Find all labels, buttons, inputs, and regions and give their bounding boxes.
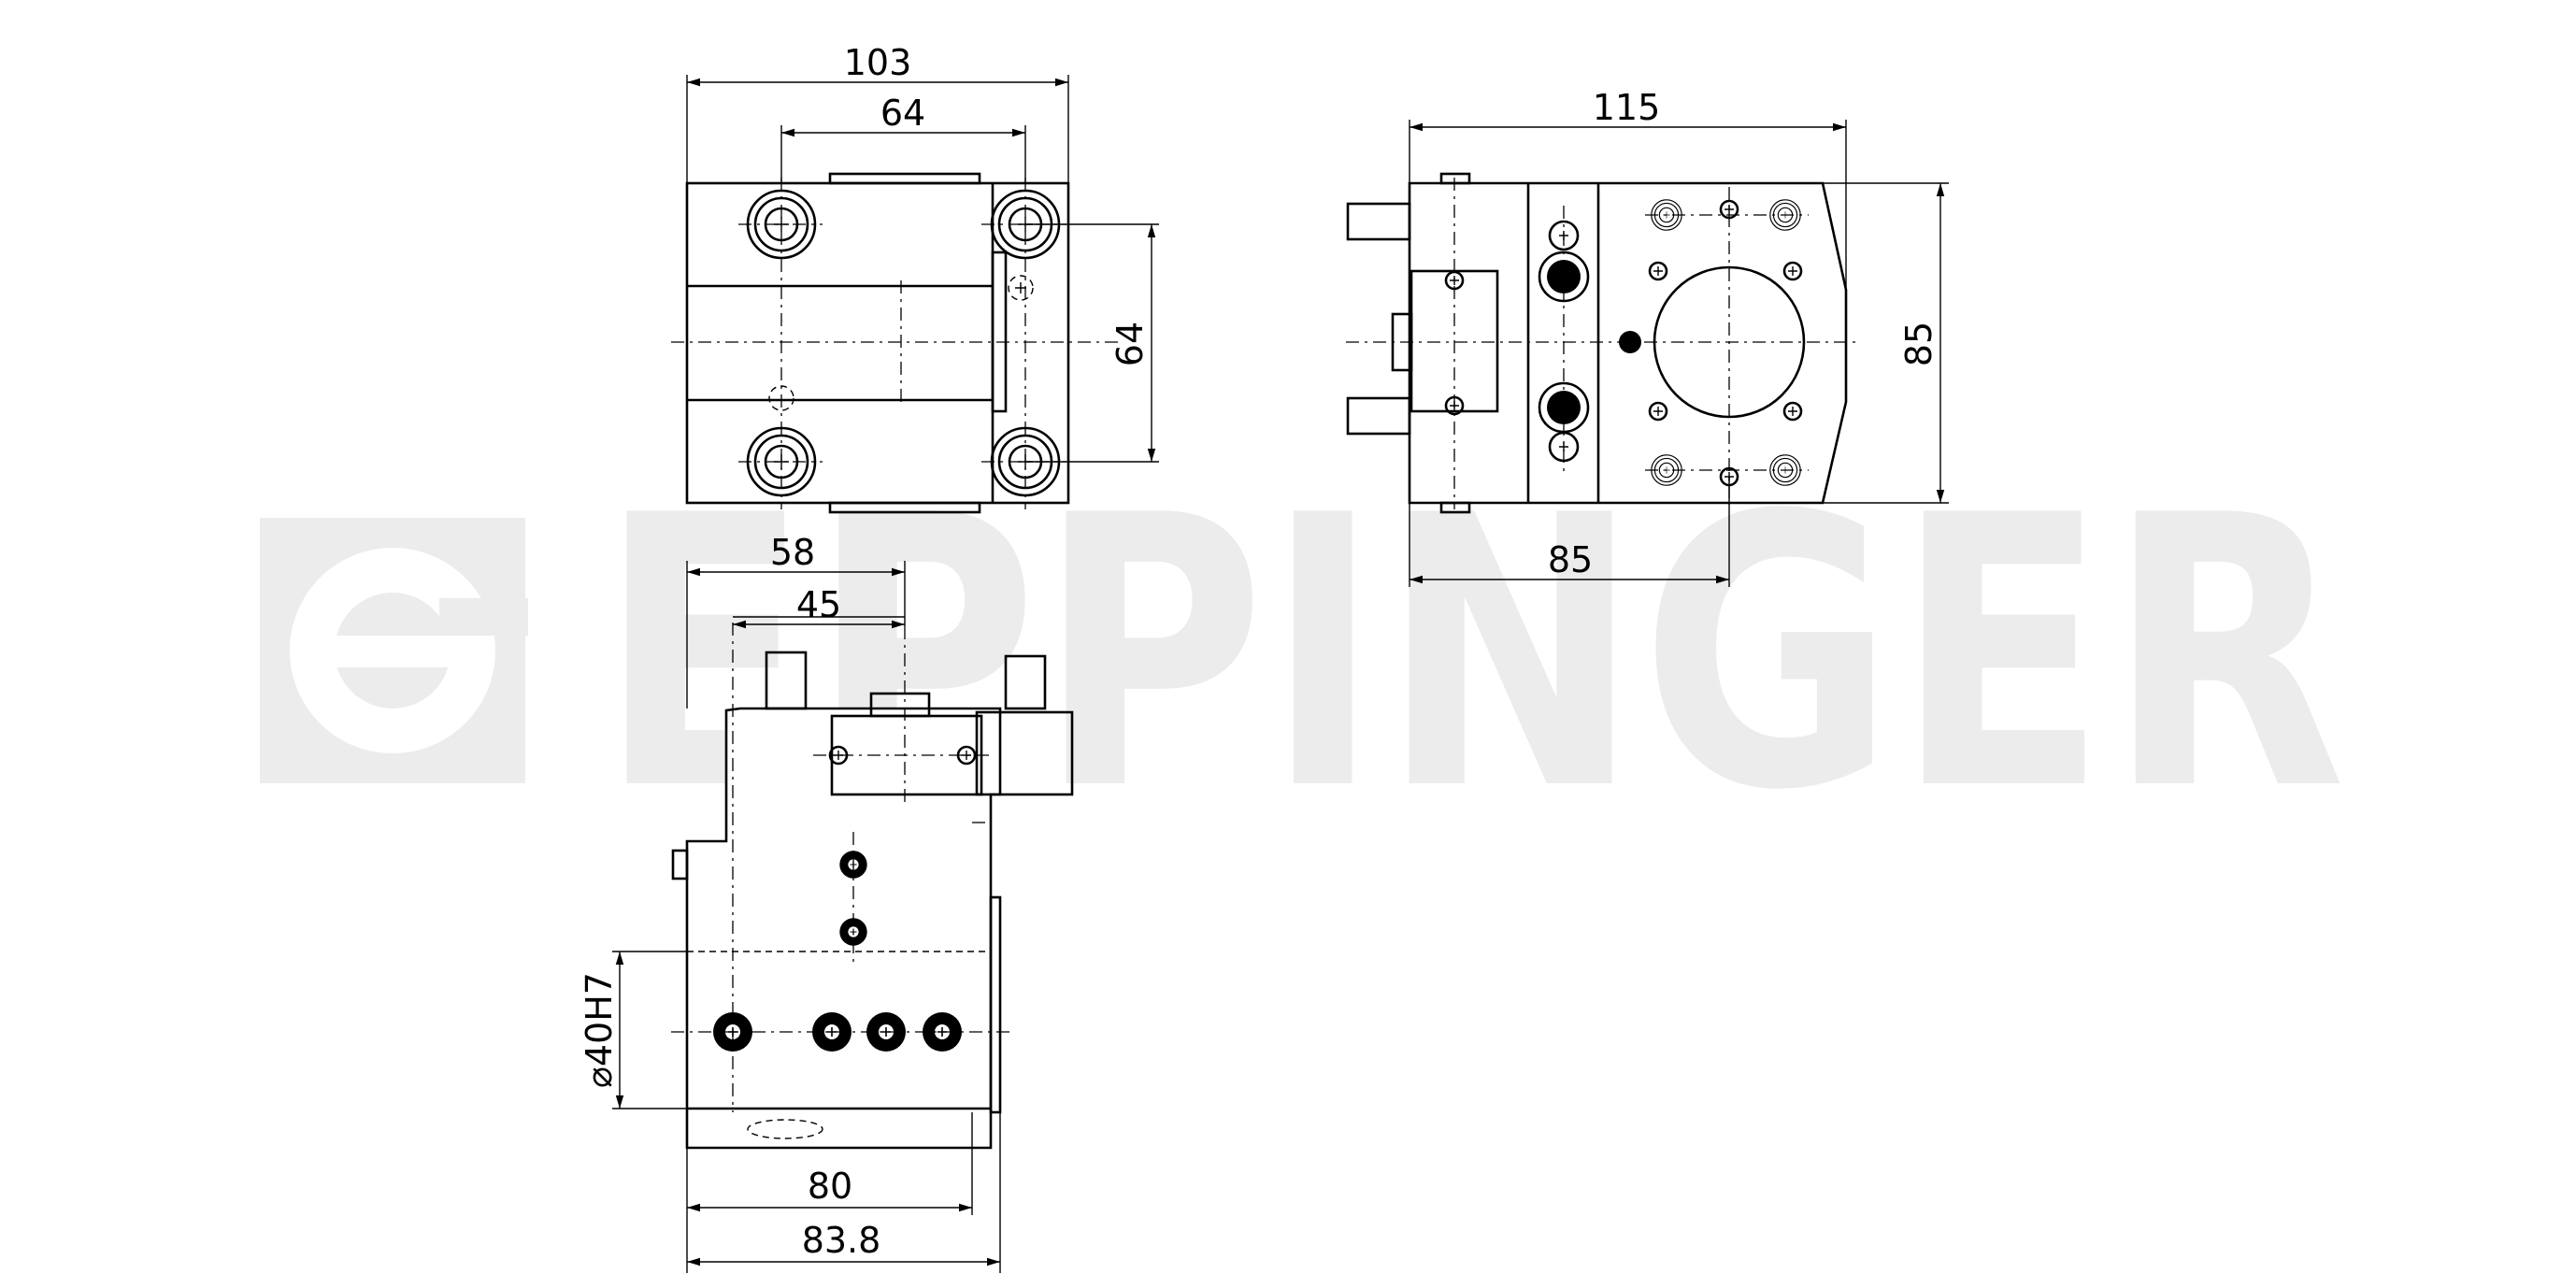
side-view: 58 45 ⌀40H7 80 83.8 [579, 532, 1074, 1273]
dim-side-bore: ⌀40H7 [579, 972, 620, 1088]
dim-top-hole-spacing: 64 [880, 93, 925, 134]
dim-front-center: 85 [1548, 539, 1593, 580]
dim-side-58: 58 [770, 532, 815, 573]
dim-side-45: 45 [796, 584, 841, 625]
eppinger-watermark: EPPINGER [260, 437, 2346, 872]
dim-side-838: 83.8 [802, 1220, 881, 1261]
front-view: 115 85 85 [1346, 87, 1949, 587]
dim-top-side-height: 64 [1109, 322, 1151, 366]
dim-side-80: 80 [808, 1166, 852, 1207]
dim-front-width: 115 [1593, 87, 1661, 128]
top-view: 103 64 64 [671, 42, 1159, 514]
dim-front-height: 85 [1898, 322, 1939, 366]
dim-top-width: 103 [844, 42, 912, 83]
